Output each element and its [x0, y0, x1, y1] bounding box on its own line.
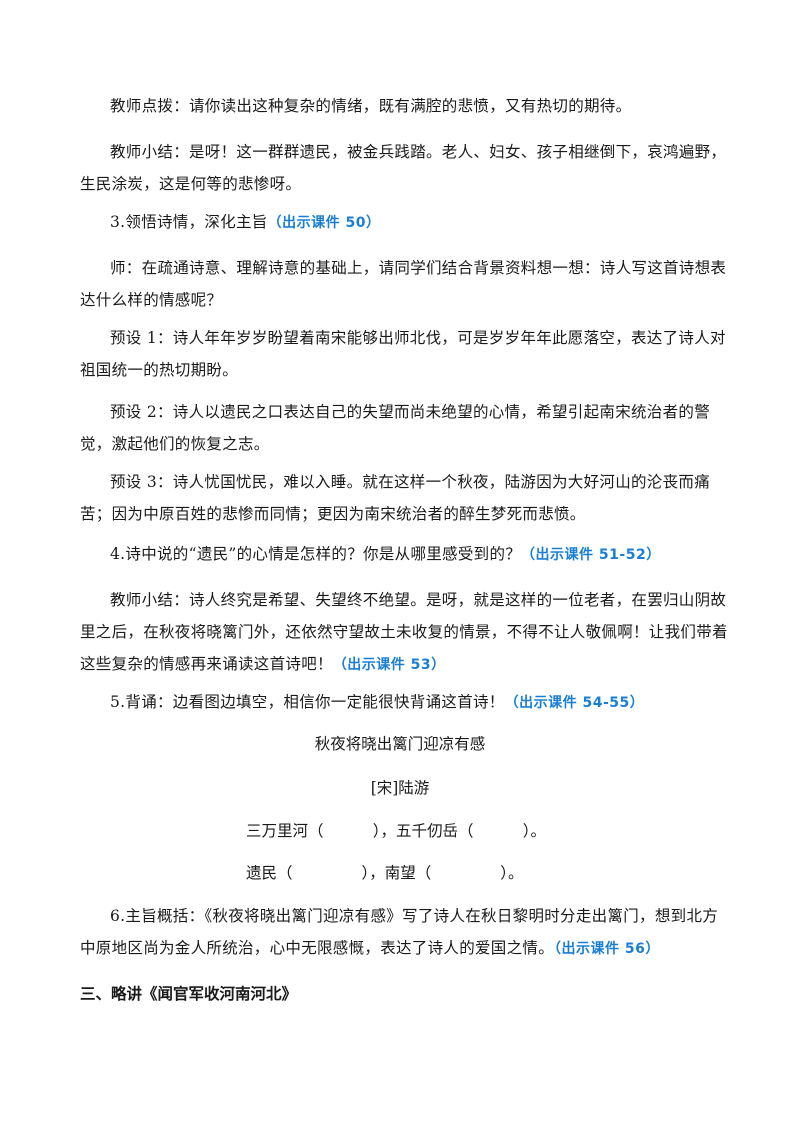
- courseware-tag: （出示课件 53）: [332, 657, 446, 673]
- paragraph-preset-2: 预设 2：诗人以遗民之口表达自己的失望而尚未绝望的心情，希望引起南宋统治者的警觉…: [80, 396, 728, 460]
- paragraph-text: 6.主旨概括：《秋夜将晓出篱门迎凉有感》写了诗人在秋日黎明时分走出篱门，想到北方…: [80, 907, 719, 957]
- courseware-tag: （出示课件 56）: [554, 941, 660, 957]
- paragraph-preset-3: 预设 3：诗人忧国忧民，难以入睡。就在这样一个秋夜，陆游因为大好河山的沦丧而痛苦…: [80, 466, 728, 530]
- paragraph-teacher-summary-2: 教师小结：诗人终究是希望、失望终不绝望。是呀，就是这样的一位老者，在罢归山阴故里…: [80, 584, 728, 681]
- poem-author: [宋]陆游: [370, 779, 430, 797]
- paragraph-text: 预设 3：诗人忧国忧民，难以入睡。就在这样一个秋夜，陆游因为大好河山的沦丧而痛苦…: [80, 473, 710, 523]
- paragraph-text: 教师小结：是呀！这一群群遗民，被金兵践踏。老人、妇女、孩子相继倒下，哀鸿遍野，生…: [80, 143, 727, 193]
- courseware-tag: （出示课件 50）: [267, 215, 381, 231]
- paragraph-text: 师：在疏通诗意、理解诗意的基础上，请同学们结合背景资料想一想：诗人写这首诗想表达…: [80, 259, 727, 309]
- paragraph-step-3: 3.领悟诗情，深化主旨（出示课件 50）: [80, 206, 728, 239]
- poem-title: 秋夜将晓出篱门迎凉有感: [314, 735, 486, 753]
- paragraph-text: 3.领悟诗情，深化主旨: [110, 213, 268, 231]
- paragraph-text: 预设 2：诗人以遗民之口表达自己的失望而尚未绝望的心情，希望引起南宋统治者的警觉…: [80, 403, 710, 453]
- poem-fill-line-1: 三万里河（ ），五千仞岳（ ）。: [246, 822, 547, 840]
- section-heading: 三、略讲《闻官军收河南河北》: [80, 985, 298, 1003]
- paragraph-step-5: 5.背诵：边看图边填空，相信你一定能很快背诵这首诗！（出示课件 54-55）: [80, 686, 728, 719]
- paragraph-text: 教师小结：诗人终究是希望、失望终不绝望。是呀，就是这样的一位老者，在罢归山阴故里…: [80, 591, 728, 673]
- paragraph-text: 4.诗中说的“遗民”的心情是怎样的？你是从哪里感受到的？: [110, 545, 522, 563]
- paragraph-text: 5.背诵：边看图边填空，相信你一定能很快背诵这首诗！: [110, 693, 505, 711]
- paragraph-step-4: 4.诗中说的“遗民”的心情是怎样的？你是从哪里感受到的？（出示课件 51-52）: [80, 538, 728, 571]
- paragraph-text: 教师点拨：请你读出这种复杂的情绪，既有满腔的悲愤，又有热切的期待。: [110, 97, 632, 115]
- paragraph-teacher-question: 师：在疏通诗意、理解诗意的基础上，请同学们结合背景资料想一想：诗人写这首诗想表达…: [80, 252, 728, 316]
- paragraph-step-6: 6.主旨概括：《秋夜将晓出篱门迎凉有感》写了诗人在秋日黎明时分走出篱门，想到北方…: [80, 900, 728, 965]
- courseware-tag: （出示课件 51-52）: [521, 547, 661, 563]
- paragraph-teacher-hint: 教师点拨：请你读出这种复杂的情绪，既有满腔的悲愤，又有热切的期待。: [80, 90, 728, 122]
- poem-fill-line-2: 遗民（ ），南望（ ）。: [246, 864, 524, 882]
- paragraph-text: 预设 1：诗人年年岁岁盼望着南宋能够出师北伐，可是岁岁年年此愿落空，表达了诗人对…: [80, 329, 726, 379]
- paragraph-teacher-summary-1: 教师小结：是呀！这一群群遗民，被金兵践踏。老人、妇女、孩子相继倒下，哀鸿遍野，生…: [80, 136, 728, 200]
- courseware-tag: （出示课件 54-55）: [504, 695, 645, 711]
- paragraph-preset-1: 预设 1：诗人年年岁岁盼望着南宋能够出师北伐，可是岁岁年年此愿落空，表达了诗人对…: [80, 322, 728, 386]
